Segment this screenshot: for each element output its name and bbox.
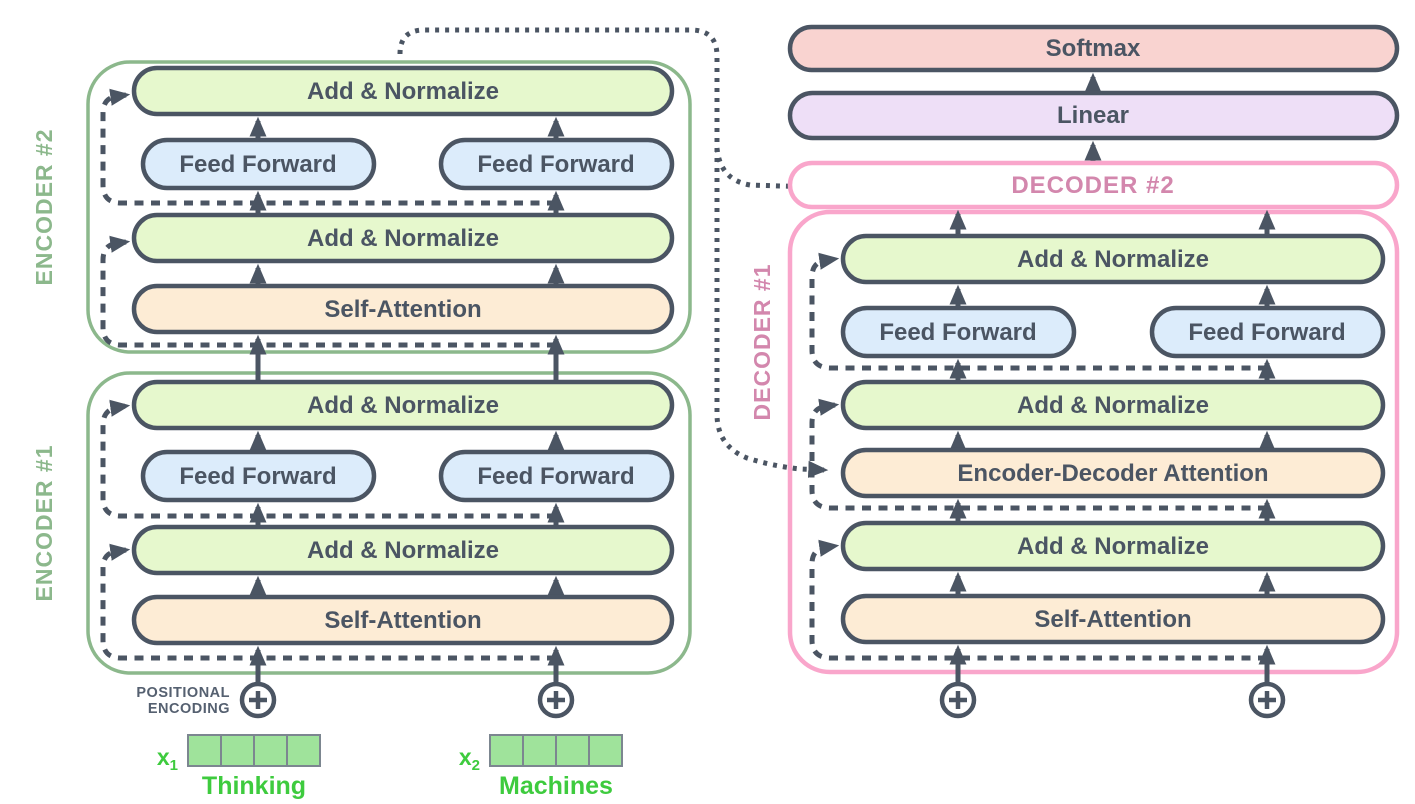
decoder-1-self-attention-label: Self-Attention xyxy=(1034,606,1191,633)
decoder-2-label: DECODER #2 xyxy=(1011,172,1174,199)
encoder-2-self-attention-box xyxy=(131,283,675,335)
encoder-2-feed-forward-right-box xyxy=(438,137,675,191)
encoder-2-add-normalize-top-box xyxy=(131,65,675,117)
encoder-1-feed-forward-right-label: Feed Forward xyxy=(477,463,634,490)
embedding-cell xyxy=(555,734,590,767)
input-embeddings: x1 Thinking x2 Machines xyxy=(157,734,623,800)
encoder-1-frame xyxy=(86,371,692,675)
dotted-connector-main-path xyxy=(397,27,829,478)
decoder-1-encoder-decoder-attention-box xyxy=(840,447,1386,499)
token-label-machines: Machines xyxy=(499,772,613,800)
decoder-1-residual-around-enc-dec-attention xyxy=(809,398,1267,511)
positional-encoding-label-line1: POSITIONAL xyxy=(136,685,230,701)
decoder-1-add-normalize-top-box xyxy=(840,233,1386,285)
plus-circle-icon xyxy=(939,681,977,719)
linear-label: Linear xyxy=(1057,102,1129,129)
encoder-1-add-normalize-mid-box xyxy=(131,524,675,576)
encoder-2: ENCODER #2 Add & Normalize Feed Forward … xyxy=(31,60,692,354)
encoder-1: ENCODER #1 Add & Normalize Feed Forward … xyxy=(31,334,692,682)
encoder-2-feed-forward-right-label: Feed Forward xyxy=(477,151,634,178)
decoder-1-add-normalize-bottom-label: Add & Normalize xyxy=(1017,533,1209,560)
decoder-1-feed-forward-left-box xyxy=(840,305,1077,359)
encoder-2-residual-around-self-attention xyxy=(100,235,556,348)
encoder-2-frame xyxy=(86,60,692,354)
plus-circle-icon xyxy=(239,681,277,719)
encoder-output-to-decoder-dotted-connector xyxy=(397,27,829,478)
embedding-cell xyxy=(588,734,623,767)
plus-circle-icon xyxy=(1248,681,1286,719)
encoder-1-feed-forward-left-label: Feed Forward xyxy=(179,463,336,490)
encoder-2-add-normalize-top-label: Add & Normalize xyxy=(307,78,499,105)
encoder-2-residual-around-feedforward xyxy=(100,88,556,206)
dotted-connector-branch-to-decoder2 xyxy=(714,147,817,196)
encoder-1-residual-around-self-attention xyxy=(100,543,556,661)
positional-encoding-row: POSITIONAL ENCODING xyxy=(136,681,1286,719)
output-head: Softmax Linear xyxy=(787,24,1400,162)
decoder-1-add-normalize-mid-label: Add & Normalize xyxy=(1017,392,1209,419)
encoder-1-add-normalize-top-box xyxy=(131,379,675,431)
decoder-1-feed-forward-right-box xyxy=(1149,305,1386,359)
encoder-1-feed-forward-right-box xyxy=(438,449,675,503)
decoder-2-pill xyxy=(787,160,1400,210)
encoder-1-feed-forward-left-box xyxy=(140,449,377,503)
token-label-thinking: Thinking xyxy=(202,772,306,800)
decoder-1-add-normalize-mid-box xyxy=(840,379,1386,431)
encoder-1-residual-around-feedforward xyxy=(100,399,556,519)
encoder-1-self-attention-label: Self-Attention xyxy=(324,607,481,634)
embedding-cell xyxy=(489,734,524,767)
embedding-x2-label: x2 xyxy=(459,744,480,774)
encoder-2-label: ENCODER #2 xyxy=(31,129,57,286)
encoder-1-add-normalize-top-label: Add & Normalize xyxy=(307,392,499,419)
encoder-2-feed-forward-left-box xyxy=(140,137,377,191)
decoder-1-add-normalize-top-label: Add & Normalize xyxy=(1017,246,1209,273)
embedding-cell xyxy=(187,734,222,767)
embedding-x1-vector xyxy=(187,734,321,767)
embedding-cell xyxy=(286,734,321,767)
decoder-1-label: DECODER #1 xyxy=(749,264,775,421)
embedding-x2-vector xyxy=(489,734,623,767)
decoder-1-encoder-decoder-attention-label: Encoder-Decoder Attention xyxy=(957,460,1268,487)
positional-encoding-label-line2: ENCODING xyxy=(148,701,230,717)
encoder-2-add-normalize-mid-box xyxy=(131,212,675,264)
plus-circle-icon xyxy=(537,681,575,719)
encoder-1-label: ENCODER #1 xyxy=(31,445,57,602)
decoder-1-feed-forward-left-label: Feed Forward xyxy=(879,319,1036,346)
decoder-2: DECODER #2 xyxy=(787,160,1400,210)
decoder-1-frame xyxy=(787,209,1400,675)
decoder-1: DECODER #1 Add & Normalize Feed Forward … xyxy=(749,209,1400,682)
softmax-box xyxy=(787,24,1400,73)
softmax-label: Softmax xyxy=(1046,35,1141,62)
decoder-1-self-attention-box xyxy=(840,593,1386,645)
embedding-cell xyxy=(220,734,255,767)
decoder-1-add-normalize-bottom-box xyxy=(840,520,1386,572)
encoder-2-self-attention-label: Self-Attention xyxy=(324,296,481,323)
embedding-x1-label: x1 xyxy=(157,744,178,774)
embedding-cell xyxy=(522,734,557,767)
linear-box xyxy=(787,90,1400,141)
encoder-2-feed-forward-left-label: Feed Forward xyxy=(179,151,336,178)
encoder-1-self-attention-box xyxy=(131,594,675,646)
encoder-2-add-normalize-mid-label: Add & Normalize xyxy=(307,225,499,252)
embedding-cell xyxy=(253,734,288,767)
decoder-1-residual-around-feedforward xyxy=(809,252,1267,371)
decoder-1-residual-around-self-attention xyxy=(809,539,1267,661)
encoder-1-add-normalize-mid-label: Add & Normalize xyxy=(307,537,499,564)
decoder-1-feed-forward-right-label: Feed Forward xyxy=(1188,319,1345,346)
